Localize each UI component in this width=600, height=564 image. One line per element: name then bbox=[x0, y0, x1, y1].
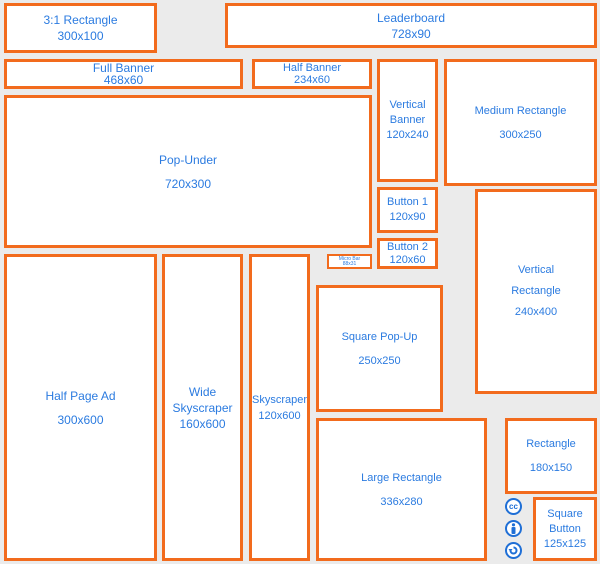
ad-square-pop-up: Square Pop-Up 250x250 bbox=[316, 285, 443, 412]
ad-size: 125x125 bbox=[543, 537, 587, 550]
ad-name: Skyscraper bbox=[251, 393, 308, 406]
ad-name: Rectangle bbox=[526, 438, 576, 450]
ad-size: 720x300 bbox=[164, 176, 212, 191]
ad-size: 120x600 bbox=[258, 409, 301, 422]
ad-name: Micro Bar bbox=[338, 255, 361, 262]
share-alike-icon bbox=[505, 542, 522, 559]
ad-name: Half Page Ad bbox=[45, 388, 116, 403]
ad-medium-rectangle: Medium Rectangle 300x250 bbox=[444, 59, 597, 186]
ad-size: 250x250 bbox=[358, 354, 401, 367]
ad-rectangle: Rectangle 180x150 bbox=[505, 418, 597, 494]
ad-name: Vertical Rectangle bbox=[511, 264, 561, 297]
ad-size: 300x600 bbox=[57, 412, 104, 427]
ad-name: Pop-Under bbox=[158, 152, 218, 167]
ad-name: Medium Rectangle bbox=[474, 104, 567, 117]
ad-3-1-rectangle: 3:1 Rectangle 300x100 bbox=[4, 3, 157, 53]
ad-name: Button 1 bbox=[387, 196, 428, 208]
ad-name: Vertical Banner bbox=[389, 99, 426, 126]
ad-size: 160x600 bbox=[179, 416, 226, 431]
ad-name: Button 2 bbox=[387, 240, 428, 253]
ad-size: 336x280 bbox=[380, 495, 423, 508]
ad-size: 240x400 bbox=[514, 306, 558, 318]
ad-size: 468x60 bbox=[103, 73, 144, 87]
ad-pop-under: Pop-Under 720x300 bbox=[4, 95, 372, 248]
ad-name: Full Banner bbox=[92, 61, 155, 75]
ad-name: Square Pop-Up bbox=[341, 330, 418, 343]
ad-size: 728x90 bbox=[391, 26, 431, 41]
ad-size: 300x250 bbox=[499, 128, 542, 141]
ad-size: 120x90 bbox=[389, 211, 426, 223]
ad-name: Half Banner bbox=[282, 62, 342, 74]
ad-name: 3:1 Rectangle bbox=[43, 13, 118, 27]
ad-square-button: Square Button 125x125 bbox=[533, 497, 597, 561]
ad-size: 120x240 bbox=[386, 129, 429, 141]
ad-name: Square Button bbox=[547, 507, 583, 535]
ad-size: 300x100 bbox=[57, 29, 104, 43]
ad-half-page: Half Page Ad 300x600 bbox=[4, 254, 157, 561]
ad-name: Large Rectangle bbox=[361, 471, 442, 484]
attribution-person-icon bbox=[505, 520, 522, 537]
ad-name: Leaderboard bbox=[376, 10, 446, 25]
ad-size: 120x60 bbox=[389, 253, 426, 266]
ad-size: 234x60 bbox=[293, 74, 331, 86]
ad-name: Wide Skyscraper bbox=[172, 384, 233, 415]
ad-size: 180x150 bbox=[529, 462, 573, 474]
ad-vertical-banner: Vertical Banner 120x240 bbox=[377, 59, 438, 182]
ad-skyscraper: Skyscraper 120x600 bbox=[249, 254, 310, 561]
ad-button-1: Button 1 120x90 bbox=[377, 187, 438, 233]
ad-size: 88x31 bbox=[342, 260, 357, 267]
creative-commons-icon: cc bbox=[505, 498, 522, 515]
ad-vertical-rectangle: Vertical Rectangle 240x400 bbox=[475, 189, 597, 394]
ad-large-rectangle: Large Rectangle 336x280 bbox=[316, 418, 487, 561]
